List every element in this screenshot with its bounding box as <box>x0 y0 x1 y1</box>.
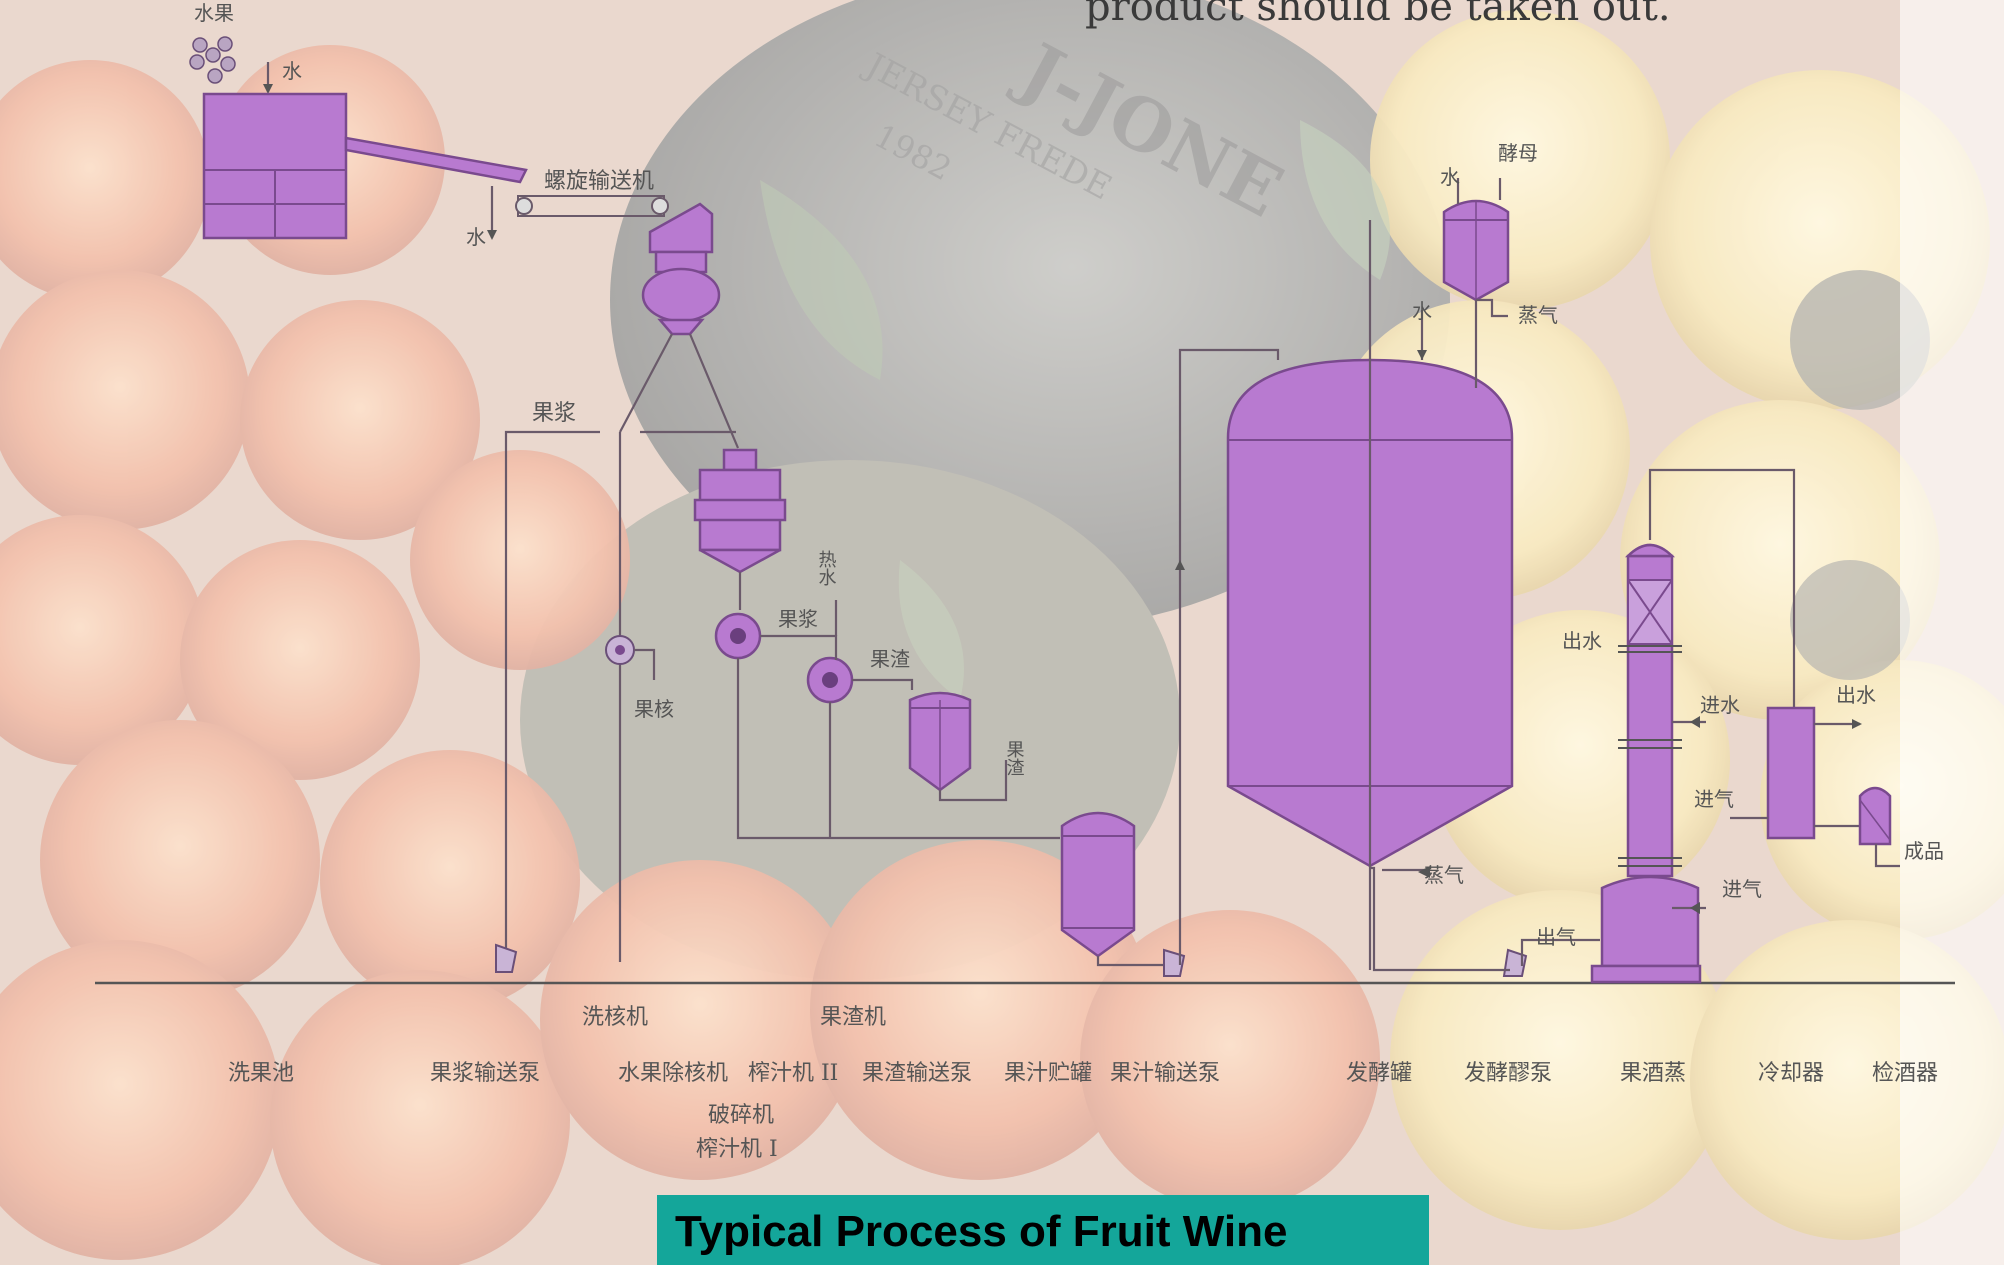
label-press-1: 榨汁机 I <box>696 1137 778 1162</box>
header-text: product should be taken out. <box>1085 0 1671 30</box>
label-pomace-1: 果渣 <box>870 647 910 671</box>
label-screw-conveyor: 螺旋输送机 <box>544 169 654 194</box>
label-water-left: 水 <box>466 225 486 249</box>
title-banner <box>657 1195 1429 1265</box>
label-water-top: 水 <box>282 59 302 83</box>
fruit-input-icon <box>189 36 236 84</box>
label-pits: 果核 <box>634 697 674 721</box>
wine-checker <box>1858 786 1892 846</box>
label-ferm-pump: 发酵醪泵 <box>1464 1061 1552 1086</box>
pulp-transfer-pump <box>495 943 518 973</box>
screw-conveyor <box>515 195 669 217</box>
label-yeast: 酵母 <box>1498 141 1538 165</box>
label-in-steam-2: 进气 <box>1722 877 1762 901</box>
label-press-2: 榨汁机 II <box>748 1061 838 1086</box>
yeast-tank <box>1442 199 1510 302</box>
press-2 <box>806 656 854 704</box>
label-crusher: 破碎机 <box>708 1103 774 1128</box>
label-steam-yeast: 蒸气 <box>1518 303 1558 327</box>
label-heat-water: 热水 <box>816 550 837 586</box>
press-1 <box>714 612 762 660</box>
label-in-water: 进水 <box>1700 693 1740 717</box>
label-water-ferm: 水 <box>1412 299 1432 323</box>
label-still: 果酒蒸 <box>1620 1061 1686 1086</box>
slide-title: Typical Process of Fruit Wine <box>675 1207 1288 1256</box>
label-in-steam-1: 进气 <box>1694 787 1734 811</box>
label-wash-pool: 洗果池 <box>228 1061 294 1086</box>
label-fruit-in: 水果 <box>194 1 234 25</box>
destoner <box>641 202 721 336</box>
label-checker: 检酒器 <box>1872 1061 1938 1086</box>
label-pomace-2: 果渣 <box>1004 740 1025 776</box>
pomace-tank <box>908 691 972 792</box>
label-out-water-1: 出水 <box>1562 629 1602 653</box>
label-steam-ferm: 蒸气 <box>1424 863 1464 887</box>
label-product: 成品 <box>1904 839 1944 863</box>
label-pomace-pump: 果渣输送泵 <box>862 1061 972 1086</box>
fruit-wine-still <box>1590 543 1702 984</box>
label-out-steam: 出气 <box>1536 925 1576 949</box>
label-destoner: 水果除核机 <box>618 1061 728 1086</box>
label-pit-washer: 洗核机 <box>582 1005 648 1030</box>
juice-storage-tank <box>1060 811 1136 958</box>
pit-wash-pump <box>605 635 656 680</box>
crusher-press <box>693 448 787 574</box>
label-juice-pump: 果汁输送泵 <box>1110 1061 1220 1086</box>
label-pulp-mid: 果浆 <box>778 607 818 631</box>
label-water-yeast: 水 <box>1440 165 1460 189</box>
label-pulp-top: 果浆 <box>532 401 576 426</box>
inclined-conveyor <box>344 136 528 184</box>
label-pomace-washer: 果渣机 <box>820 1005 886 1030</box>
washing-pool <box>202 92 348 240</box>
label-fermenter: 发酵罐 <box>1346 1061 1412 1086</box>
label-juice-tank: 果汁贮罐 <box>1004 1061 1092 1086</box>
label-pulp-pump: 果浆输送泵 <box>430 1061 540 1086</box>
label-cooler: 冷却器 <box>1758 1061 1824 1086</box>
cooler <box>1766 706 1816 840</box>
label-out-water-2: 出水 <box>1836 683 1876 707</box>
